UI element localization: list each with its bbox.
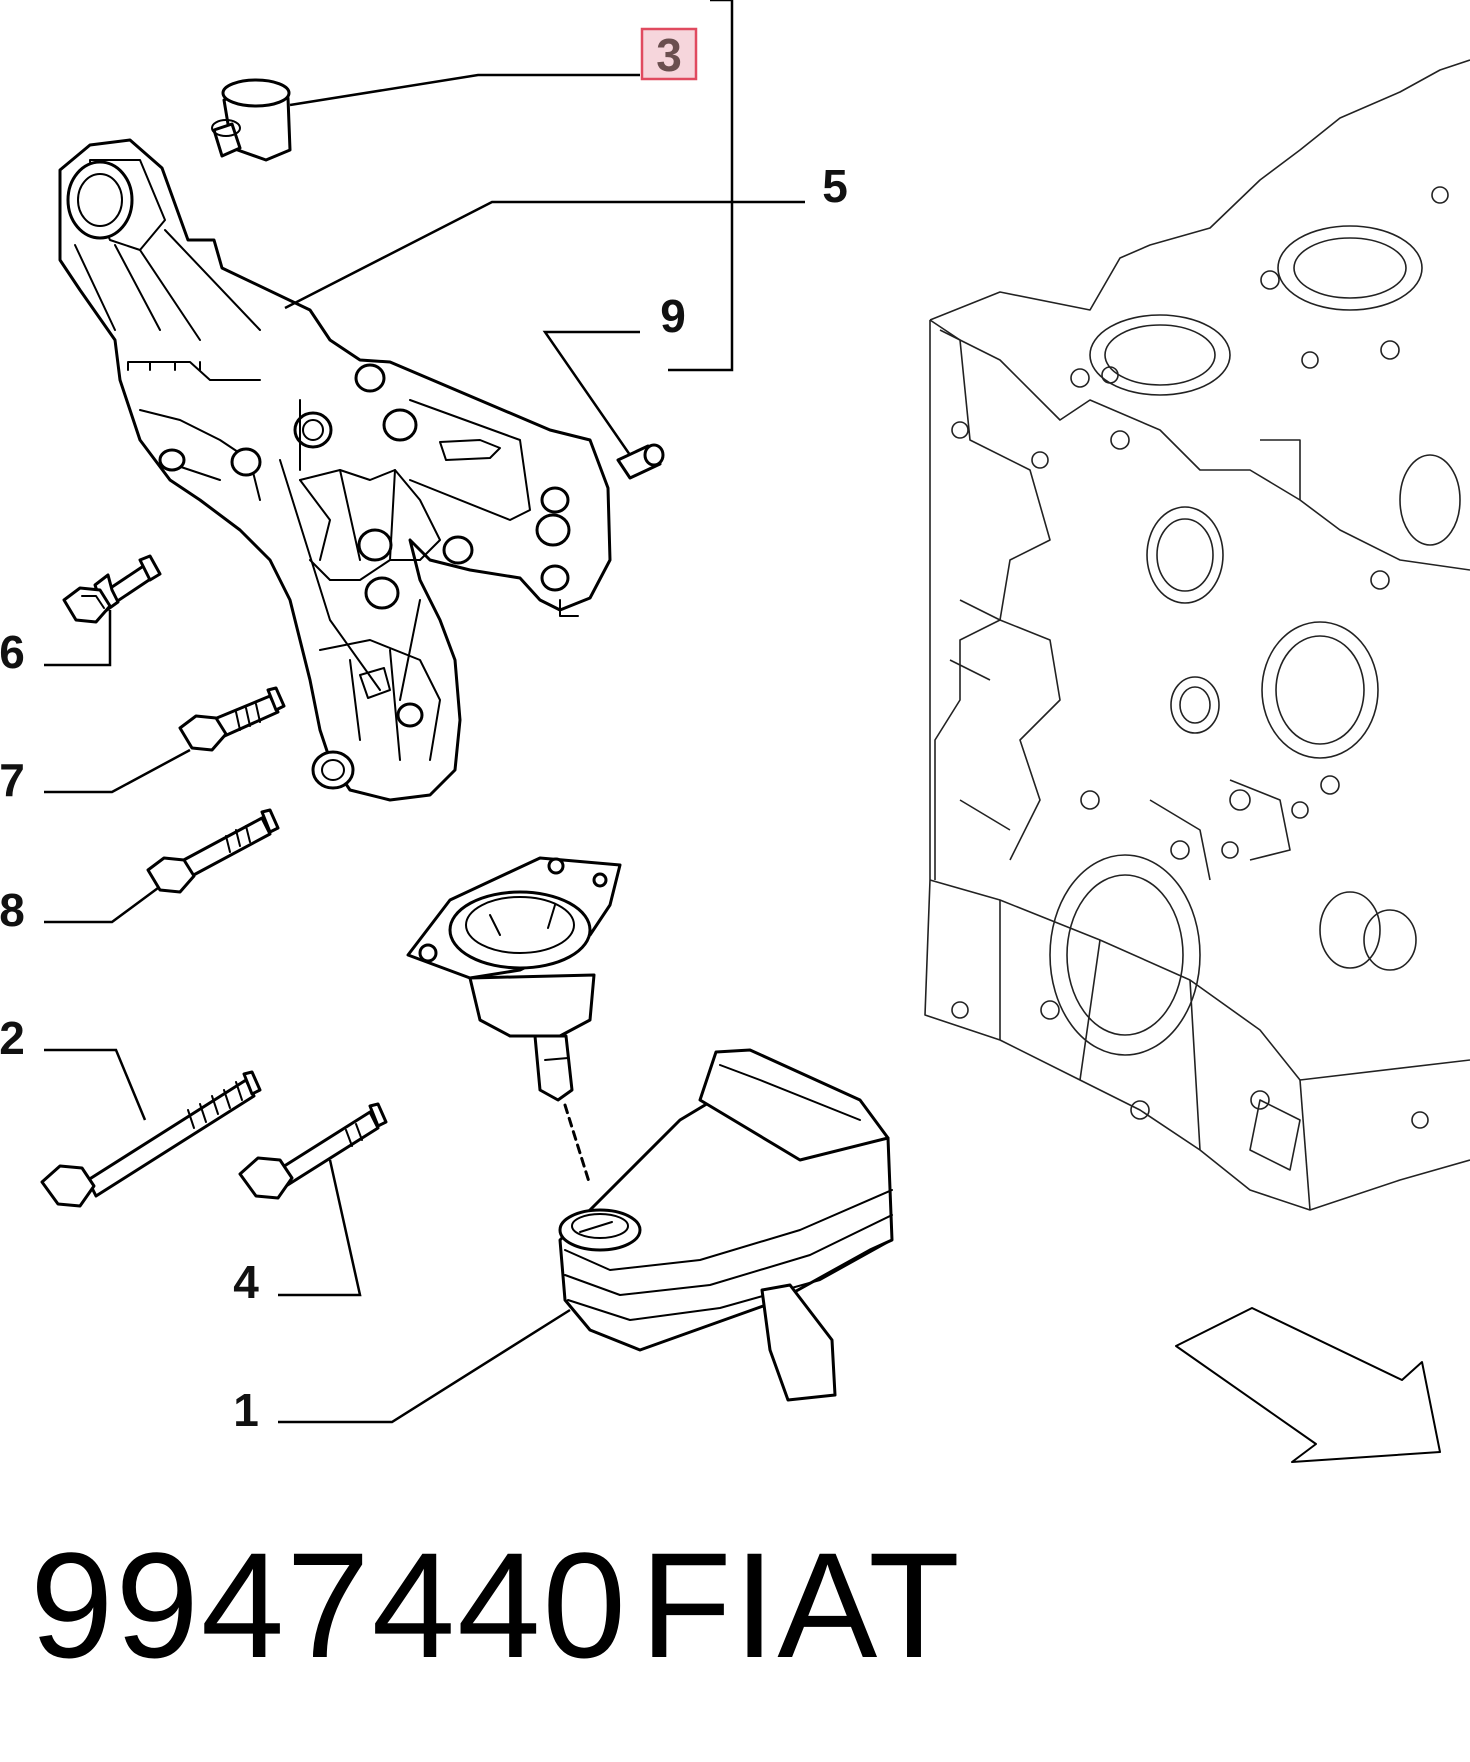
bushing — [211, 78, 292, 162]
leader-2 — [44, 1048, 147, 1121]
callout-2[interactable]: 2 — [0, 1012, 25, 1064]
dowel-pin — [616, 443, 665, 480]
leader-4 — [278, 1159, 362, 1297]
leader-1 — [278, 1308, 571, 1424]
leader-7 — [44, 748, 191, 794]
engine-bracket — [58, 138, 612, 802]
leader-3 — [289, 73, 640, 107]
leader-5 — [284, 200, 805, 310]
bolt-2 — [40, 1070, 262, 1208]
callout-1[interactable]: 1 — [233, 1384, 259, 1436]
brand-name: FIAT — [640, 1521, 962, 1689]
callout-9[interactable]: 9 — [660, 290, 686, 342]
callout-4[interactable]: 4 — [233, 1256, 259, 1308]
callout-8[interactable]: 8 — [0, 884, 25, 936]
part-number: 9947440 — [30, 1521, 628, 1689]
callout-5[interactable]: 5 — [822, 160, 848, 212]
callout-3-highlight — [640, 27, 698, 81]
mount-flange — [406, 856, 622, 1187]
leader-8 — [44, 886, 159, 924]
callout-7[interactable]: 7 — [0, 754, 25, 806]
engine-block — [924, 59, 1470, 1211]
group-bracket-line — [668, 0, 734, 372]
callout-6[interactable]: 6 — [0, 626, 25, 678]
bolt-7 — [178, 686, 286, 752]
direction-arrow-icon — [1175, 1307, 1441, 1463]
bolt-4 — [238, 1102, 388, 1200]
bolt-6 — [62, 554, 162, 624]
bolt-8 — [146, 808, 280, 894]
callout-3[interactable]: 3 — [656, 29, 682, 81]
engine-mount — [558, 1048, 894, 1402]
leader-6 — [44, 610, 112, 667]
leader-9 — [542, 330, 640, 456]
